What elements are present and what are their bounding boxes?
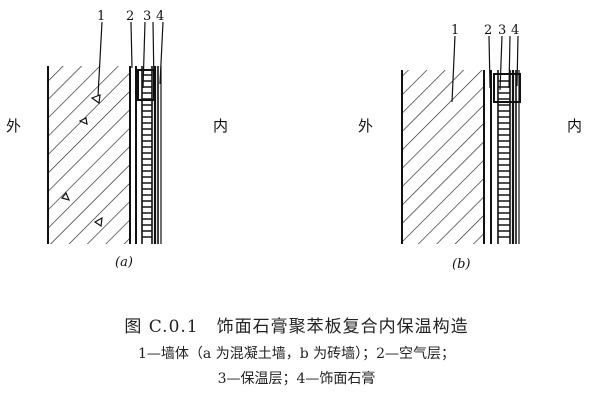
layer-number-3-a: 3 <box>143 9 151 24</box>
insulation-layer-a <box>137 66 155 244</box>
layer-number-1-b: 1 <box>451 23 459 38</box>
layer-number-4-b: 4 <box>511 23 519 38</box>
outside-label-a: 外 <box>6 117 21 135</box>
panel-a: 外 内 <box>6 9 228 270</box>
leader-lines-b <box>451 35 519 103</box>
outside-label-b: 外 <box>358 117 373 135</box>
inside-label-b: 内 <box>567 117 582 135</box>
insulation-layer-b <box>493 70 521 244</box>
gypsum-finish-b <box>511 70 520 244</box>
inside-label-a: 内 <box>213 117 228 135</box>
sublabel-a: (a) <box>115 255 133 270</box>
layer-number-4-a: 4 <box>156 9 164 24</box>
wall-layer-a <box>47 66 131 244</box>
layer-number-1-a: 1 <box>97 9 105 24</box>
sublabel-b: (b) <box>452 257 470 272</box>
layer-number-3-b: 3 <box>498 23 506 38</box>
figure-legend-line-1: 1—墙体（a 为混凝土墙，b 为砖墙）；2—空气层； <box>137 346 456 362</box>
figure-caption-title: 图 C.0.1 饰面石膏聚苯板复合内保温构造 <box>124 317 469 337</box>
figure-legend-line-2: 3—保温层；4—饰面石膏 <box>217 371 376 387</box>
layer-number-2-a: 2 <box>126 9 134 24</box>
leader-lines-a <box>97 21 164 97</box>
gypsum-finish-a <box>153 66 162 244</box>
wall-layer-b <box>401 70 485 244</box>
panel-b: 外 内 1 2 3 4 <box>358 23 582 272</box>
layer-number-2-b: 2 <box>484 23 492 38</box>
